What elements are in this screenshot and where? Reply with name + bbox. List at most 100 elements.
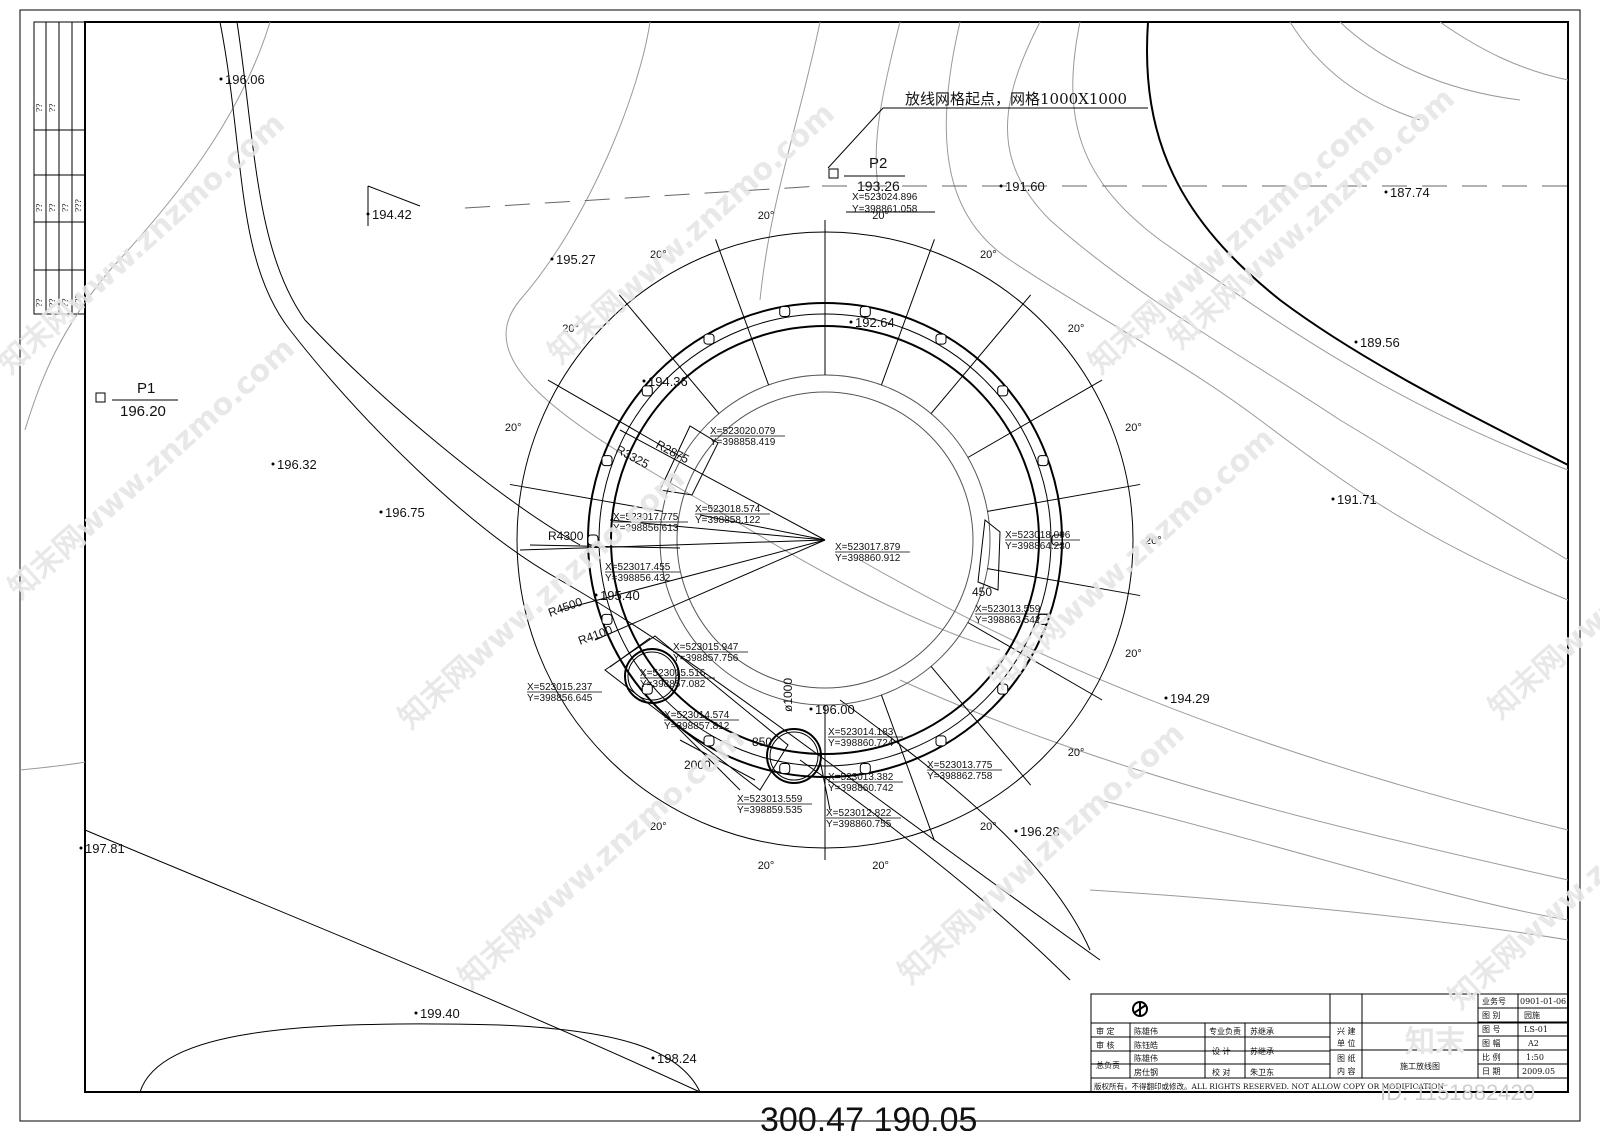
elevation-label: 196.28	[1020, 824, 1060, 839]
tb-field-label: 图 号	[1482, 1025, 1501, 1034]
coord-x: X=523017.775	[613, 512, 679, 523]
contour-line	[505, 21, 1001, 651]
elevation-dot-icon	[1014, 829, 1018, 833]
elevation-dot-icon	[79, 846, 83, 850]
coord-x: X=523014.574	[664, 710, 730, 721]
radial-line	[930, 294, 1032, 414]
dim-label: ø1000	[781, 678, 795, 712]
tb-field-value: 园施	[1524, 1010, 1540, 1020]
tb-drawing-content: 施工放线图	[1400, 1061, 1440, 1071]
contour-line	[875, 21, 901, 201]
ring-post-icon	[641, 683, 653, 695]
dim-label: 850	[752, 735, 772, 749]
tb-person: 苏继承	[1250, 1046, 1274, 1056]
ring-post-icon	[703, 735, 715, 747]
title-block	[1090, 993, 1569, 1093]
coord-x: X=523013.559	[975, 604, 1041, 615]
strip-text: ??	[48, 103, 57, 112]
ring-post-icon	[587, 534, 599, 546]
contour-line	[1289, 21, 1421, 121]
coord-y: Y=398858.419	[710, 437, 776, 448]
elevation-label: 198.24	[657, 1051, 697, 1066]
coord-x: X=523015.947	[673, 642, 739, 653]
p2-elevation: 193.26	[857, 178, 900, 194]
strip-text: ??	[48, 298, 57, 307]
elevation-dot-icon	[651, 1056, 655, 1060]
bottom-cropped-text: 300.47 190.05	[760, 1101, 977, 1131]
coord-x: X=523013.775	[927, 760, 993, 771]
ring-post-icon	[779, 306, 791, 318]
coord-y: Y=398856.432	[605, 573, 671, 584]
contour-line	[1007, 21, 1569, 561]
path-edge-line	[84, 829, 701, 1093]
contour-line	[1089, 889, 1569, 941]
tb-copyright: 版权所有，不得翻印或修改。ALL RIGHTS RESERVED. NOT AL…	[1094, 1081, 1444, 1091]
angle-label: 20°	[505, 422, 522, 434]
p2-name: P2	[869, 155, 887, 172]
dim-label: R4300	[548, 529, 584, 543]
contour-lines	[19, 21, 1569, 941]
elevation-dot-icon	[594, 593, 598, 597]
strip-text: ??	[48, 203, 57, 212]
tb-person: 陈雄伟	[1134, 1053, 1158, 1063]
p2-y-coord: Y=398861.058	[852, 204, 918, 215]
ring-post-icon	[997, 385, 1009, 397]
contour-line	[1439, 21, 1569, 81]
p2-x-coord: X=523024.896	[852, 192, 918, 203]
watermark-text: 知末网www.znzmo.com	[1442, 741, 1600, 1016]
coord-y: Y=398857.756	[673, 653, 739, 664]
contour-line	[945, 21, 1569, 601]
dimension-leaders	[519, 429, 826, 641]
inner-arc	[676, 391, 974, 689]
ring-posts	[587, 306, 1063, 774]
strip-text: ???	[74, 199, 83, 212]
elevation-dot-icon	[999, 184, 1003, 188]
watermark-id: ID: 1151882420	[1380, 1080, 1535, 1105]
elevation-label: 197.81	[85, 841, 125, 856]
coord-y: Y=398862.758	[927, 771, 993, 782]
dim-label: R4100	[576, 622, 614, 647]
angle-label: 20°	[980, 821, 997, 833]
watermark-logo: 知末	[1405, 1025, 1465, 1060]
contour-line	[759, 21, 821, 301]
angle-label: 20°	[758, 210, 775, 222]
ring-post-icon	[779, 762, 791, 774]
tb-field-label: 图 别	[1482, 1011, 1501, 1020]
contour-line	[1099, 799, 1569, 921]
coord-x: X=523018.096	[1005, 530, 1071, 541]
stakeout-leader	[367, 107, 1568, 226]
tb-field-value: 1:50	[1526, 1053, 1544, 1062]
contour-line	[19, 761, 86, 771]
elevation-dot-icon	[271, 462, 275, 466]
elevation-dot-icon	[1164, 696, 1168, 700]
radial-line	[618, 294, 720, 414]
coord-y: Y=398856.645	[527, 693, 593, 704]
elevation-label: 196.32	[277, 457, 317, 472]
ring-post-icon	[935, 735, 947, 747]
tb-unit-label: 内 容	[1337, 1066, 1356, 1076]
elevation-dot-icon	[550, 257, 554, 261]
elevation-label: 191.60	[1005, 179, 1045, 194]
contour-line	[1072, 21, 1569, 471]
coord-y: Y=398856.613	[613, 523, 679, 534]
angle-label: 20°	[1068, 323, 1085, 335]
strip-text: ??	[61, 298, 70, 307]
coord-y: Y=398860.755	[826, 819, 892, 830]
path-edge-line	[799, 759, 1071, 981]
radial-line	[967, 379, 1103, 458]
elevation-label: 189.56	[1360, 335, 1400, 350]
strip-text: ??	[35, 298, 44, 307]
watermark-text: 知末网www.znzmo.com	[892, 716, 1192, 991]
coord-x: X=523017.879	[835, 542, 901, 553]
ring-post-icon	[601, 455, 613, 467]
property-boundary-line	[1146, 21, 1569, 466]
ring-post-icon	[935, 333, 947, 345]
tb-role: 总负责	[1096, 1060, 1120, 1070]
elevation-label: 187.74	[1390, 185, 1430, 200]
angle-label: 20°	[562, 323, 579, 335]
tb-role: 专业负责	[1209, 1026, 1241, 1036]
tb-person: 苏继承	[1250, 1026, 1274, 1036]
path-edge-line	[236, 21, 581, 546]
tb-field-label: 比 例	[1482, 1052, 1501, 1062]
